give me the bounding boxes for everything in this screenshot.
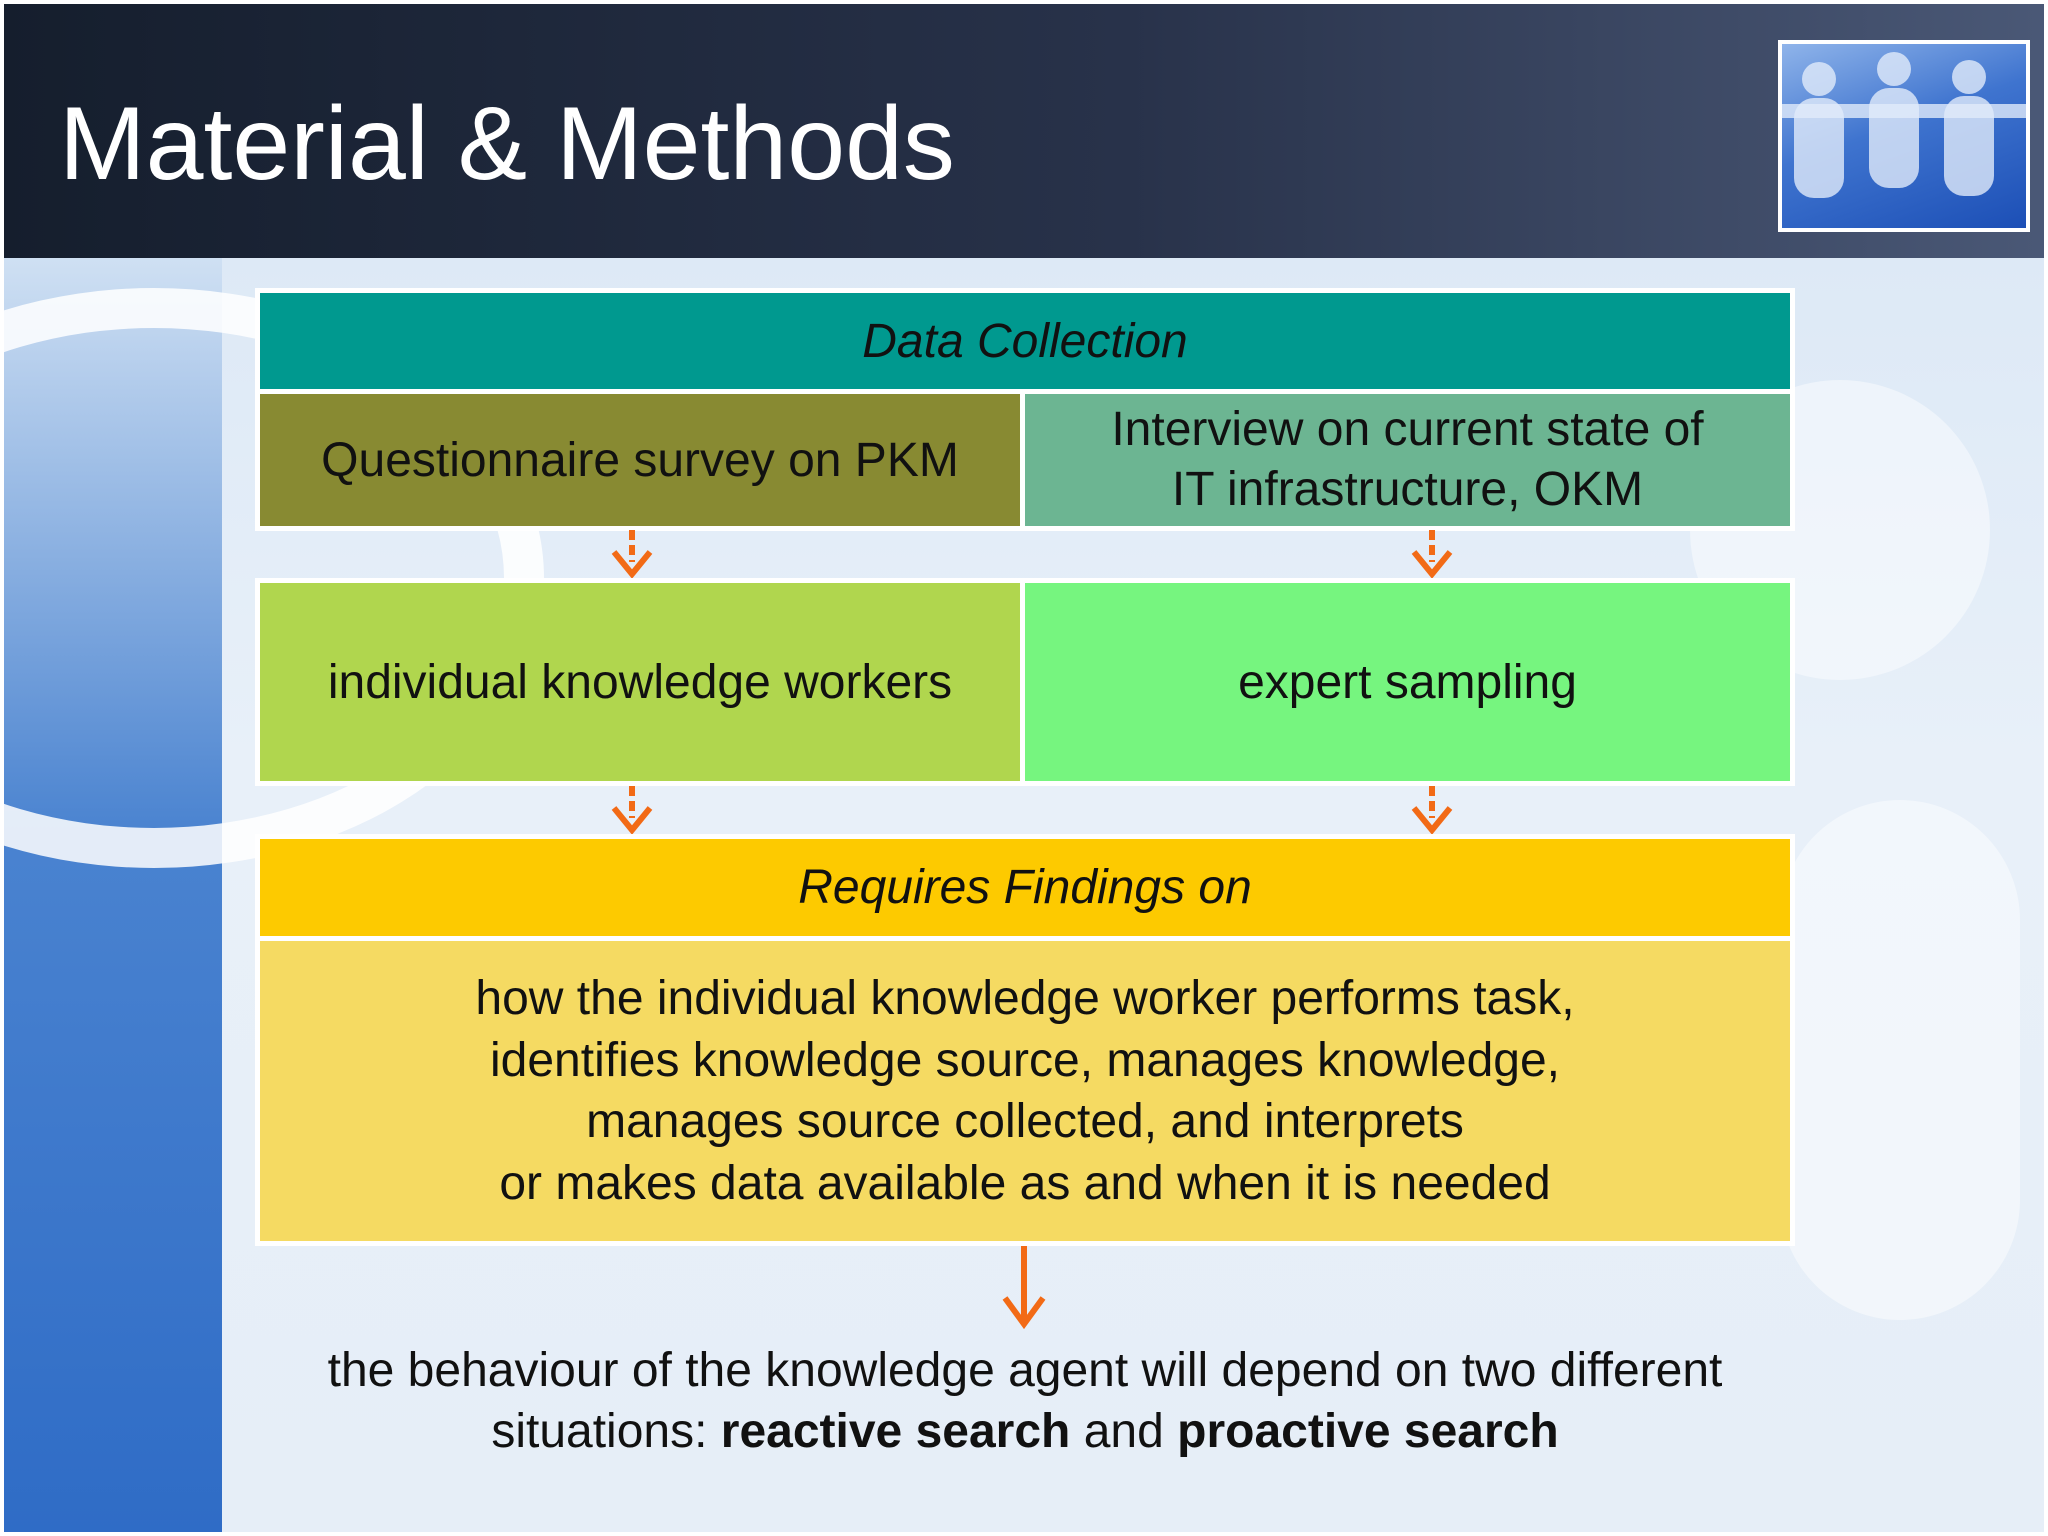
conclusion-prefix: situations: bbox=[491, 1405, 721, 1458]
data-collection-header: Data Collection bbox=[255, 288, 1795, 394]
slide-title: Material & Methods bbox=[59, 86, 955, 202]
requires-findings-header: Requires Findings on bbox=[255, 834, 1795, 941]
reactive-search-term: reactive search bbox=[720, 1405, 1071, 1458]
findings-body: how the individual knowledge worker perf… bbox=[255, 936, 1795, 1246]
requires-findings-label: Requires Findings on bbox=[798, 861, 1252, 914]
interview-label-line2: IT infrastructure, OKM bbox=[1171, 463, 1644, 516]
data-collection-label: Data Collection bbox=[862, 314, 1188, 368]
findings-line: manages source collected, and interprets bbox=[586, 1095, 1464, 1148]
conclusion-line1: the behaviour of the knowledge agent wil… bbox=[327, 1344, 1723, 1397]
down-arrow-icon bbox=[611, 530, 653, 579]
interview-box: Interview on current state of IT infrast… bbox=[1020, 389, 1795, 531]
logo-figure bbox=[1869, 88, 1919, 188]
findings-line: or makes data available as and when it i… bbox=[499, 1156, 1551, 1210]
questionnaire-box: Questionnaire survey on PKM bbox=[255, 389, 1025, 531]
down-arrow-icon bbox=[611, 786, 653, 835]
people-chain-logo bbox=[1778, 40, 2030, 232]
individual-workers-label: individual knowledge workers bbox=[327, 655, 953, 709]
down-arrow-icon bbox=[1002, 1246, 1046, 1330]
down-arrow-icon bbox=[1411, 786, 1453, 835]
interview-label-line1: Interview on current state of bbox=[1111, 403, 1704, 456]
individual-workers-box: individual knowledge workers bbox=[255, 578, 1025, 786]
conclusion-middle: and bbox=[1070, 1405, 1178, 1458]
logo-figure bbox=[1952, 60, 1986, 94]
logo-figure bbox=[1782, 104, 2026, 118]
background-figure bbox=[1780, 800, 2020, 1320]
questionnaire-label: Questionnaire survey on PKM bbox=[321, 433, 959, 487]
slide-header: Material & Methods bbox=[4, 4, 2044, 258]
down-arrow-icon bbox=[1411, 530, 1453, 579]
findings-line: identifies knowledge source, manages kno… bbox=[490, 1033, 1560, 1087]
logo-figure bbox=[1802, 62, 1836, 96]
expert-sampling-box: expert sampling bbox=[1020, 578, 1795, 786]
proactive-search-term: proactive search bbox=[1177, 1405, 1559, 1458]
conclusion-line2: situations: reactive search and proactiv… bbox=[180, 1401, 1870, 1462]
findings-line: how the individual knowledge worker perf… bbox=[475, 972, 1575, 1025]
expert-sampling-label: expert sampling bbox=[1238, 655, 1577, 709]
logo-figure bbox=[1877, 52, 1911, 86]
conclusion-text: the behaviour of the knowledge agent wil… bbox=[180, 1340, 1870, 1462]
